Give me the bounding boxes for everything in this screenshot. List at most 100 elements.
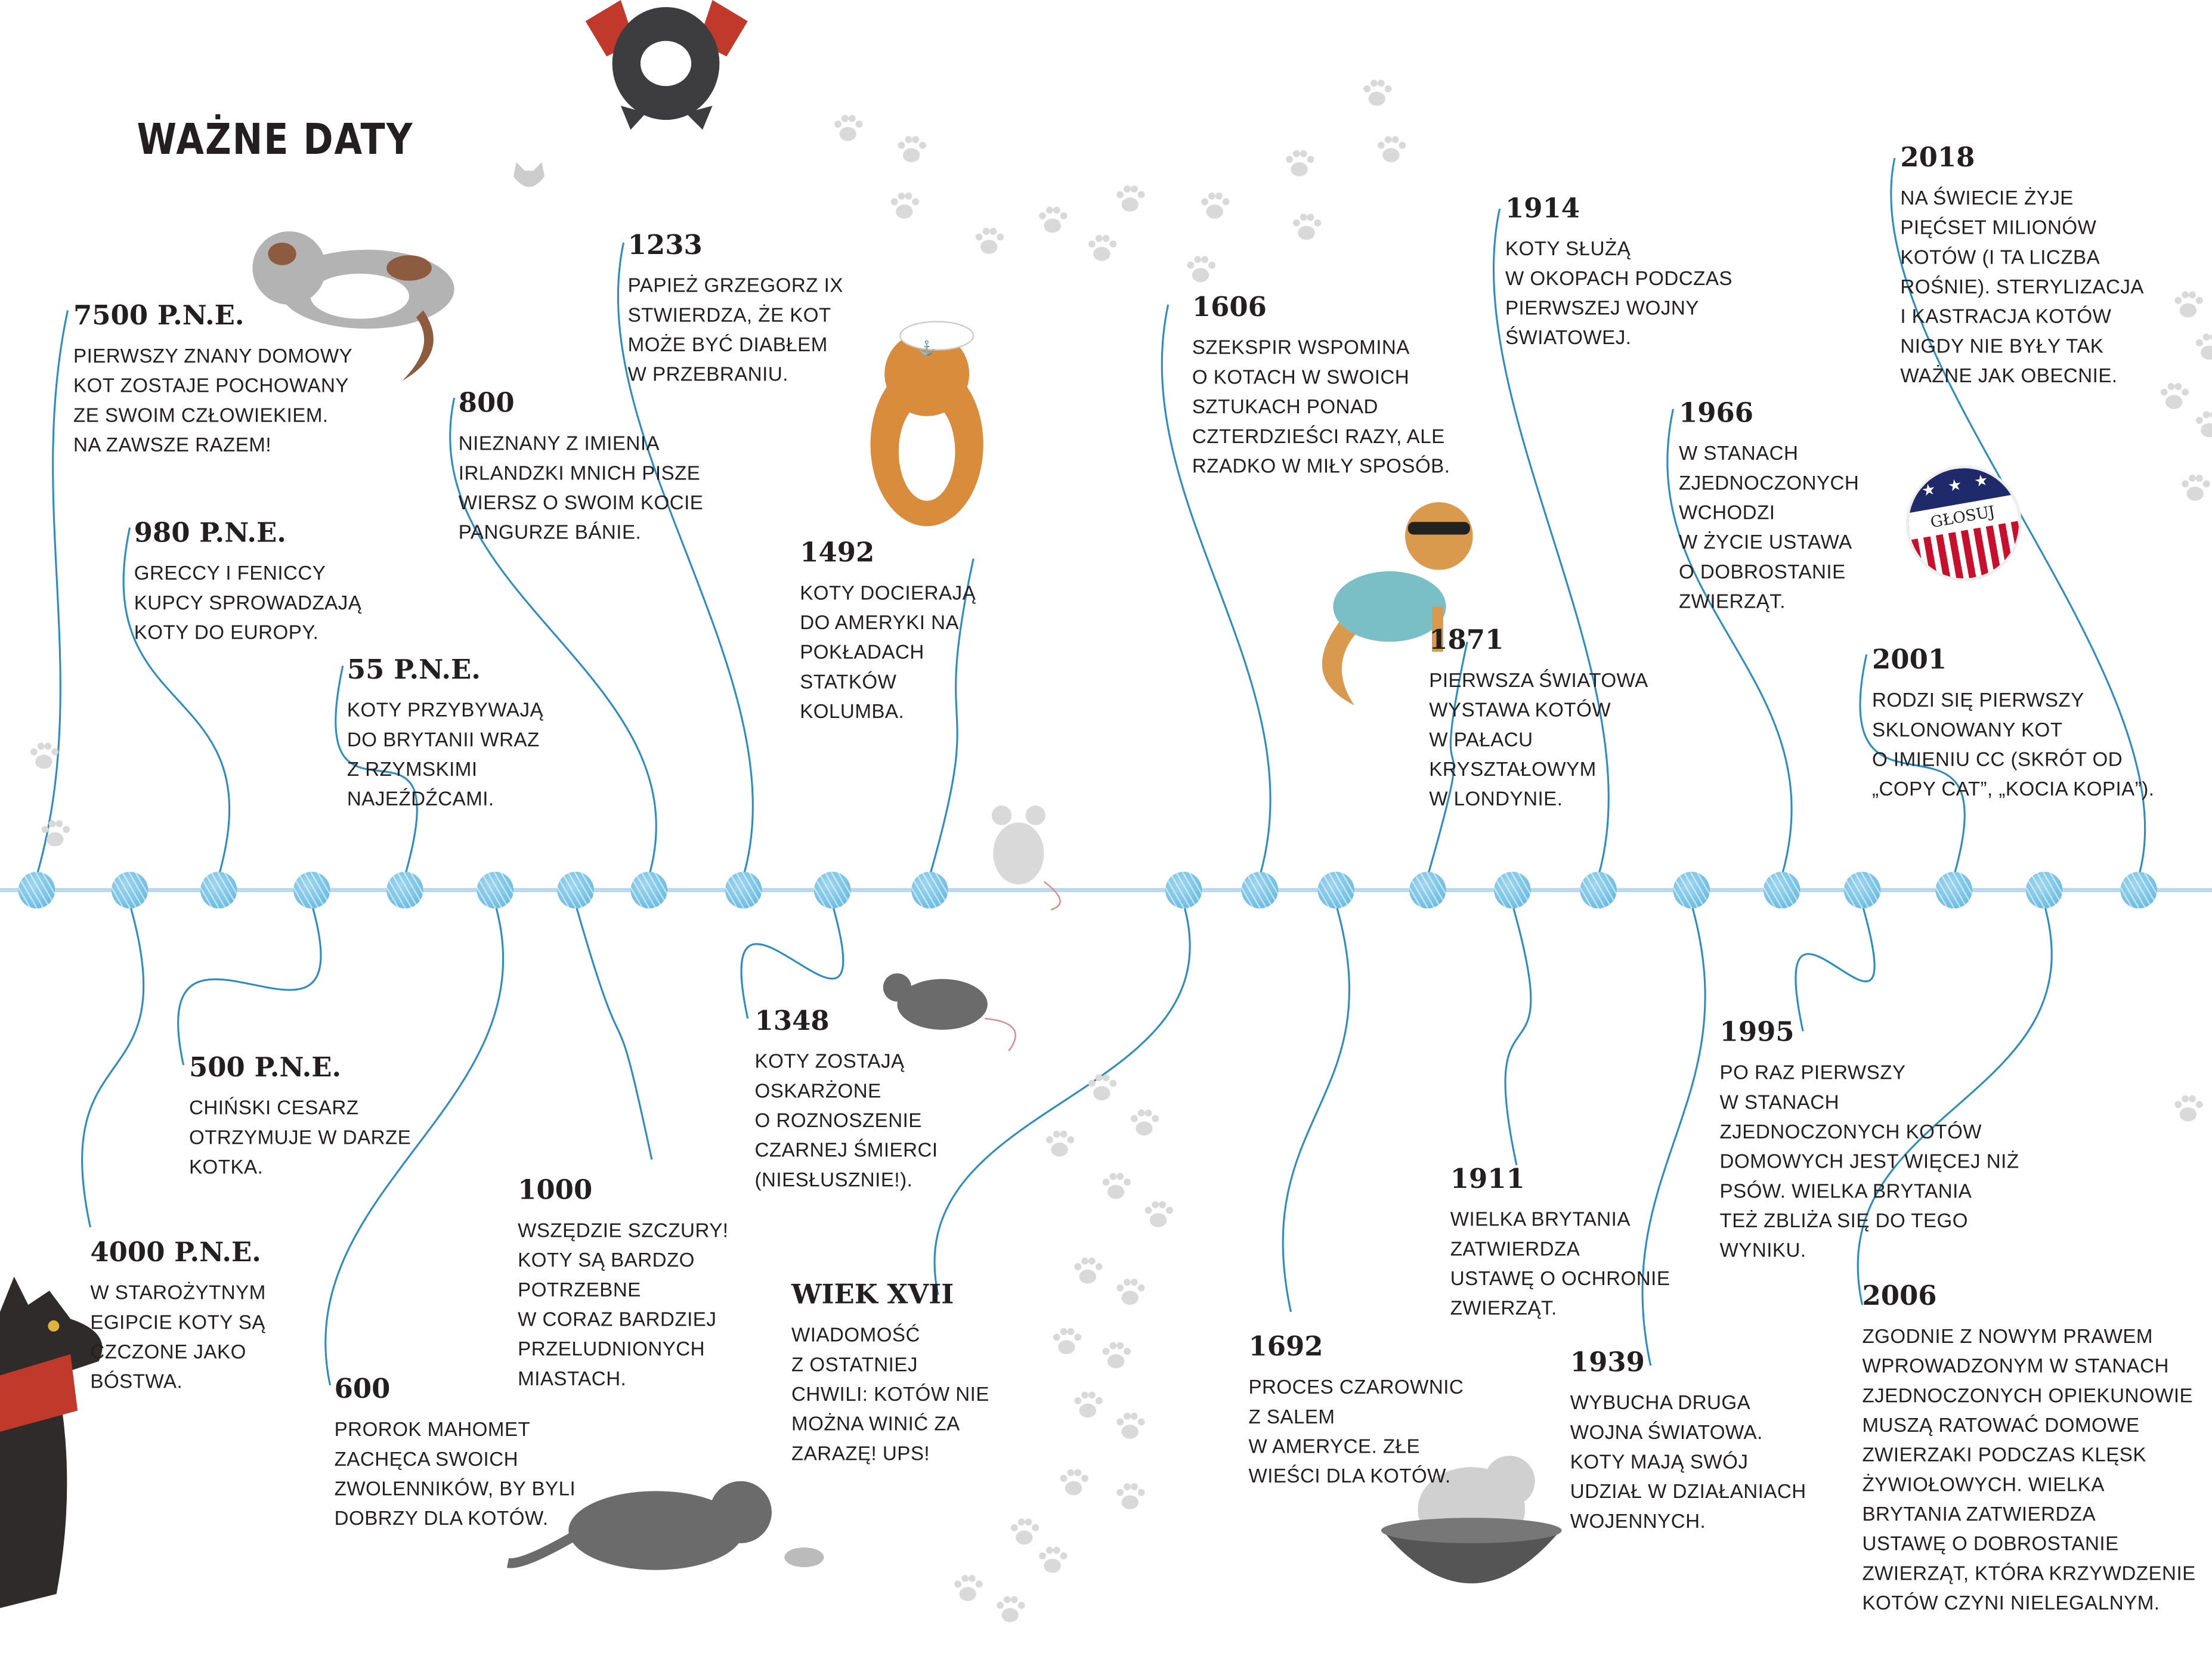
paw-print-icon [1144, 1201, 1173, 1227]
entry-year: 1233 [627, 230, 703, 261]
entry-year: 1000 [518, 1175, 593, 1206]
paw-print-icon [30, 742, 59, 769]
entry-year: 2018 [1900, 142, 1975, 174]
entry-year: 1871 [1429, 624, 1504, 656]
entry-text: KOTY ZOSTAJĄ OSKARŻONE O ROZNOSZENIE CZA… [754, 1049, 938, 1191]
paw-print-icon [1010, 1518, 1040, 1545]
sailor-cat-illustration: ⚓ [870, 321, 983, 527]
paw-print-icon [1088, 1074, 1117, 1101]
entry-year: 1492 [800, 537, 875, 569]
paw-print-icon [1116, 185, 1145, 212]
entry-text: KOTY PRZYBYWAJĄ DO BRYTANII WRAZ Z RZYMS… [347, 698, 544, 810]
paw-print-icon [2195, 411, 2212, 438]
yarn-string [122, 527, 231, 877]
page-title: WAŻNE DATY [137, 115, 414, 165]
yarn-ball-icon [1409, 871, 1446, 909]
entry-year: 1911 [1450, 1163, 1525, 1195]
entry-text: KOTY DOCIERAJĄ DO AMERYKI NA POKŁADACH S… [800, 581, 976, 723]
yarn-string [36, 310, 69, 877]
yarn-ball-icon [1935, 871, 1972, 909]
paw-print-icon [1116, 1483, 1145, 1510]
entry-year: 980 P.N.E. [134, 518, 286, 549]
paw-print-icon [890, 192, 920, 219]
mouse-illustration [991, 805, 1061, 911]
yarn-ball-icon [386, 871, 423, 909]
yarn-string [81, 903, 145, 1228]
entry-text: PROCES CZAROWNIC Z SALEM W AMERYCE. ZŁE … [1248, 1375, 1464, 1487]
paw-print-icon [1363, 79, 1392, 106]
entry-year: 1692 [1248, 1332, 1323, 1363]
yarn-string [449, 397, 657, 877]
paw-print-icon [954, 1575, 983, 1601]
paw-print-icon [834, 114, 863, 141]
svg-text:⚓: ⚓ [918, 339, 935, 356]
entry-text: SZEKSPIR WSPOMINA O KOTACH W SWOICH SZTU… [1192, 335, 1450, 477]
entry-text: NIEZNANY Z IMIENIA IRLANDZKI MNICH PISZE… [458, 431, 704, 543]
entry-text: GRECCY I FENICCY KUPCY SPROWADZAJĄ KOTY … [134, 561, 362, 643]
entry-year: 1939 [1570, 1347, 1645, 1379]
yarn-ball-icon [477, 871, 514, 909]
entry-year: 2006 [1862, 1280, 1937, 1312]
yarn-ball-icon [1241, 871, 1279, 909]
entry-text: WIELKA BRYTANIA ZATWIERDZA USTAWĘ O OCHR… [1450, 1207, 1670, 1319]
paw-print-icon [1102, 1172, 1131, 1199]
yarn-ball-icon [557, 871, 594, 909]
yarn-string [1857, 903, 2053, 1305]
yarn-string [740, 903, 844, 1019]
paw-print-icon [975, 228, 1004, 254]
timeline-entry: 500 P.N.E.CHIŃSKI CESARZ OTRZYMUJE W DAR… [189, 1051, 411, 1182]
yarn-string [929, 558, 974, 877]
entry-year: 7500 P.N.E. [73, 300, 245, 332]
yarn-string [324, 903, 505, 1386]
bat-cat-illustration [585, 0, 748, 130]
paw-print-icon [2182, 474, 2210, 501]
yarn-ball-icon [1165, 871, 1202, 909]
entry-text: KOTY SŁUŻĄ W OKOPACH PODCZAS PIERWSZEJ W… [1505, 237, 1733, 349]
entry-text: W STANACH ZJEDNOCZONYCH WCHODZI W ŻYCIE … [1678, 441, 1860, 612]
rat-illustration [883, 973, 1016, 1052]
timeline-entry: 7500 P.N.E. PIERWSZY ZNANY DOMOWY KOT ZOS… [73, 299, 352, 460]
paw-print-icon [1060, 1469, 1088, 1496]
paw-print-icon [997, 1596, 1025, 1623]
paw-print-icon [1292, 213, 1322, 240]
yarn-ball-icon [293, 871, 330, 909]
yarn-string [617, 242, 754, 877]
paw-print-icon [1074, 1257, 1103, 1284]
lying-cat-illustration [252, 231, 454, 381]
yarn-string [1666, 408, 1793, 877]
yarn-ball-icon [1317, 871, 1354, 909]
egyptian-cat-illustration [0, 1276, 103, 1608]
paw-print-icon [41, 820, 70, 847]
entry-text: PROROK MAHOMET ZACHĘCA SWOICH ZWOLENNIKÓ… [334, 1417, 576, 1530]
entry-year: 1914 [1505, 193, 1580, 225]
yarn-string [1859, 654, 1966, 877]
yarn-string [1493, 208, 1610, 877]
paw-print-icon [1102, 1342, 1131, 1369]
entry-year: 2001 [1872, 645, 1947, 676]
entry-text: WSZĘDZIE SZCZURY! KOTY SĄ BARDZO POTRZEB… [518, 1218, 729, 1390]
yarn-string [1641, 903, 1706, 1366]
yarn-ball-icon [1763, 871, 1800, 909]
entry-year: WIEK XVII [791, 1279, 954, 1311]
entry-year: 1995 [1719, 1017, 1795, 1048]
cool-cat-illustration [1322, 502, 1473, 705]
yarn-string [1161, 304, 1271, 877]
paw-print-icon [1053, 1328, 1082, 1354]
yarn-ball-icon [111, 871, 149, 909]
yarn-ball-icon [630, 871, 667, 909]
yarn-string [1504, 903, 1532, 1166]
entry-text: PIERWSZY ZNANY DOMOWY KOT ZOSTAJE POCHOW… [73, 344, 353, 456]
paw-print-icon [1201, 192, 1230, 219]
